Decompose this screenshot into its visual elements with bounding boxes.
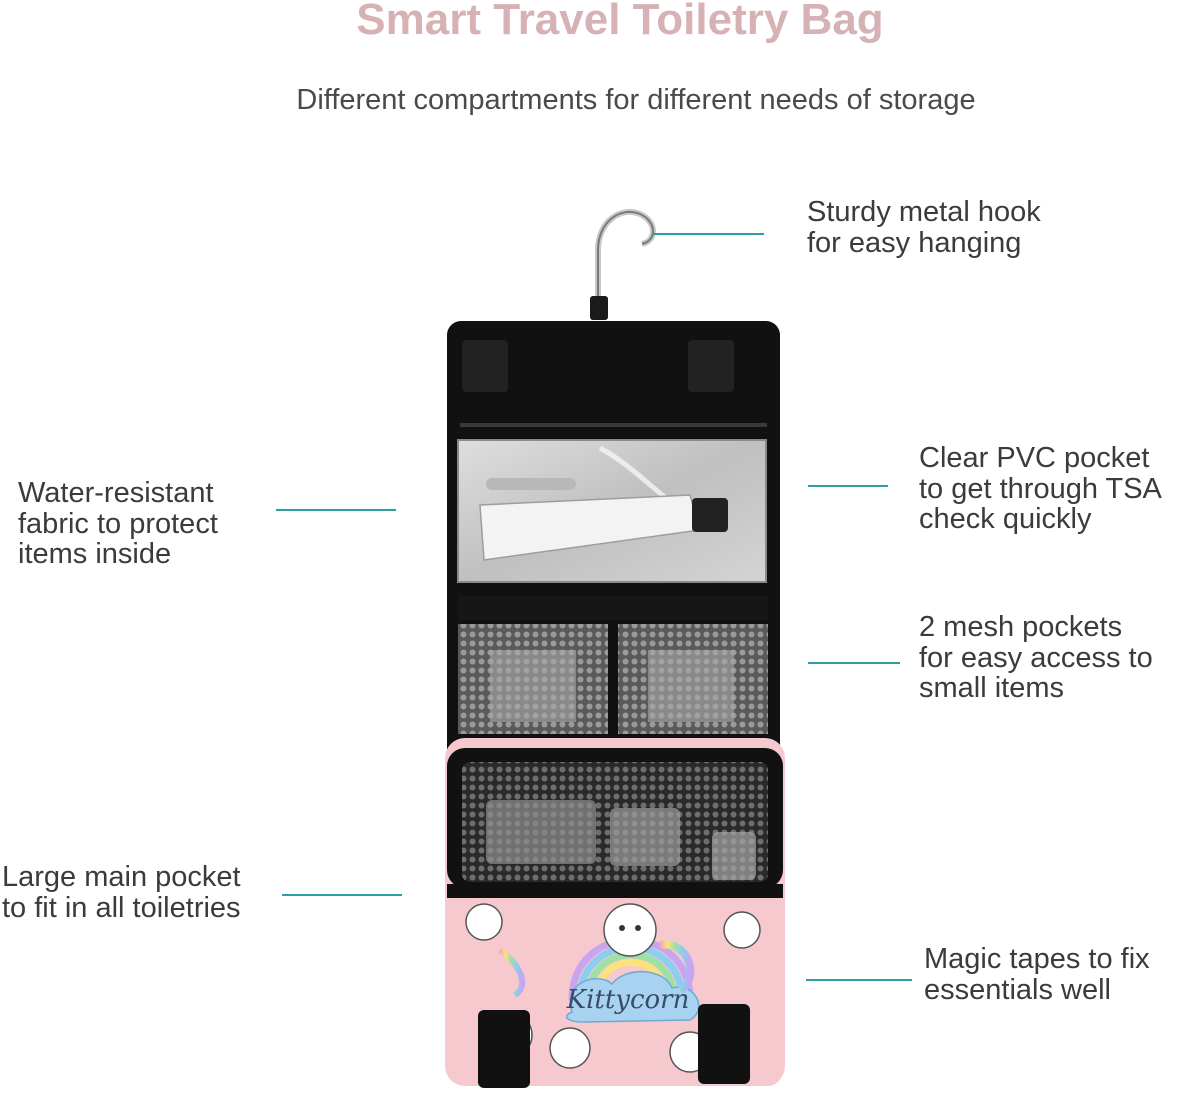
leader-line-mesh (808, 662, 900, 664)
print-label: Kittycorn (566, 985, 690, 1015)
metal-hook-icon (590, 209, 656, 320)
leader-line-tapes (806, 979, 912, 981)
leader-line-fabric (276, 509, 396, 511)
callout-pvc: Clear PVC pocket to get through TSA chec… (919, 442, 1162, 535)
callout-mesh: 2 mesh pockets for easy access to small … (919, 611, 1153, 704)
clear-pvc-pocket (457, 439, 767, 583)
velcro-tab-top-left (462, 340, 508, 392)
velcro-tab-top-right (688, 340, 734, 392)
leader-line-main-pocket (282, 894, 402, 896)
page-subtitle: Different compartments for different nee… (296, 84, 976, 116)
velcro-tab-bottom-right (698, 1004, 750, 1084)
velcro-tab-bottom-left (478, 1010, 530, 1088)
leader-line-hook (652, 233, 764, 235)
callout-tapes: Magic tapes to fix essentials well (924, 943, 1150, 1006)
page-title: Smart Travel Toiletry Bag (356, 0, 884, 44)
callout-main-pocket: Large main pocket to fit in all toiletri… (2, 861, 241, 924)
callout-hook: Sturdy metal hook for easy hanging (807, 196, 1041, 259)
leader-line-pvc (808, 485, 888, 487)
callout-fabric: Water-resistant fabric to protect items … (18, 477, 218, 570)
